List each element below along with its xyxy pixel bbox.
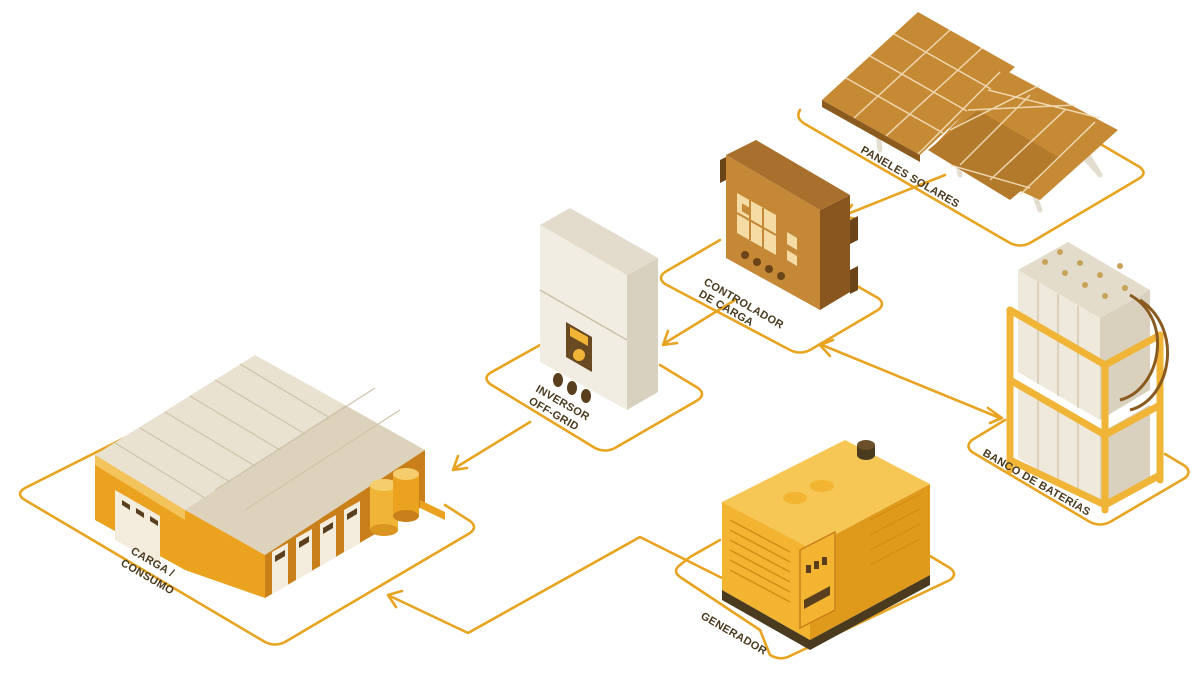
solar-panels-platform	[797, 108, 1145, 247]
battery-bank	[1006, 242, 1169, 514]
warehouse-building	[95, 355, 445, 598]
solar-panels	[822, 12, 1118, 213]
connections	[386, 173, 1004, 635]
battery-rack	[1006, 306, 1164, 514]
arrowhead-inverter-to-building	[451, 454, 469, 472]
battery-terminals	[1042, 249, 1128, 299]
arrowhead-generator-to-building	[386, 589, 404, 609]
battery-dividers	[1037, 282, 1079, 494]
controller-display-grid	[736, 200, 777, 248]
roof-left	[95, 355, 345, 510]
arrow-controller-to-inverter	[663, 298, 737, 345]
arrow-controller-batteries	[820, 343, 1002, 420]
controller-buttons	[787, 232, 797, 266]
inverter-knob	[573, 349, 585, 361]
solar-panel-3	[928, 110, 1060, 200]
generator-platform	[674, 538, 956, 660]
inverter-glands	[553, 373, 591, 403]
platforms	[18, 108, 1190, 660]
inverter-platform	[485, 343, 704, 452]
generator-louvers	[729, 493, 921, 603]
battery-cables	[1119, 293, 1169, 412]
arrowhead-to-controller	[818, 338, 835, 358]
charge-controller	[720, 140, 858, 310]
storage-tanks	[370, 468, 445, 536]
off-grid-inverter	[539, 208, 658, 410]
generator-side	[810, 484, 930, 640]
arrow-generator-to-building	[388, 535, 724, 635]
arrow-panels-to-controller	[843, 173, 947, 217]
roof-ribs	[114, 363, 401, 511]
arrowhead-controller-to-inverter	[661, 329, 679, 347]
generator-cap-2	[810, 480, 834, 492]
generator-top	[722, 440, 930, 548]
roof-right	[185, 405, 425, 555]
generator	[722, 440, 930, 650]
generator-controls	[804, 557, 830, 609]
controller-platform	[659, 238, 884, 354]
inverter-front	[540, 225, 627, 410]
battery-platform	[967, 418, 1190, 526]
generator-cap-1	[783, 492, 807, 504]
gable-door	[115, 490, 160, 565]
arrow-inverter-to-building	[453, 420, 532, 470]
gable-windows	[122, 500, 158, 526]
generator-front	[722, 502, 810, 640]
arrowhead-to-batteries	[986, 406, 1004, 425]
generator-skid	[722, 575, 930, 650]
controller-terminals	[741, 251, 785, 280]
panel-cells	[845, 29, 1101, 196]
building-platform	[18, 383, 476, 646]
